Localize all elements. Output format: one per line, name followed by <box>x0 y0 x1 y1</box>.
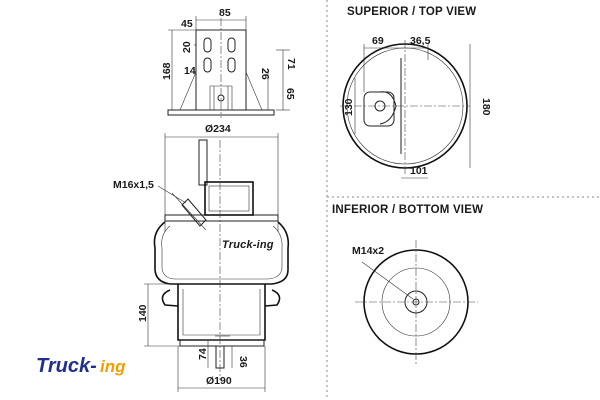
dim-65: 65 <box>284 88 296 100</box>
dim-diameter-234: Ø234 <box>205 123 231 135</box>
truck-ing-logo: Truck- ing <box>36 355 126 377</box>
dim-36: 36 <box>237 356 249 368</box>
side-view-bellows <box>153 133 290 380</box>
side-view-bracket <box>167 18 275 118</box>
bottom-view-drawing <box>355 240 478 365</box>
dim-140: 140 <box>137 304 149 322</box>
dim-74: 74 <box>197 348 209 360</box>
part-mark: Truck-ing <box>222 239 274 251</box>
dim-26: 26 <box>259 68 271 80</box>
leader-m16 <box>157 185 187 204</box>
dim-101: 101 <box>410 165 428 177</box>
logo-suffix-text: ing <box>100 357 126 376</box>
dim-130: 130 <box>343 98 355 116</box>
dim-180: 180 <box>480 98 492 116</box>
side-view-top-dimensions <box>168 16 290 111</box>
dim-36-5: 36,5 <box>410 35 431 47</box>
dim-14: 14 <box>184 65 196 77</box>
dim-20: 20 <box>181 41 193 53</box>
logo-main-text: Truck- <box>36 355 97 377</box>
side-view-lower-dimensions <box>144 283 266 392</box>
dim-85: 85 <box>219 7 231 19</box>
dim-thread-m16: M16x1,5 <box>113 179 154 191</box>
dim-45: 45 <box>181 18 193 30</box>
dim-thread-m14: M14x2 <box>352 245 384 257</box>
dim-69: 69 <box>372 35 384 47</box>
top-view-title: SUPERIOR / TOP VIEW <box>347 6 476 18</box>
dim-71: 71 <box>285 58 297 70</box>
dim-diameter-190: Ø190 <box>206 375 232 387</box>
top-view-drawing <box>340 40 471 179</box>
bottom-view-title: INFERIOR / BOTTOM VIEW <box>332 204 483 216</box>
dim-168: 168 <box>161 62 173 80</box>
